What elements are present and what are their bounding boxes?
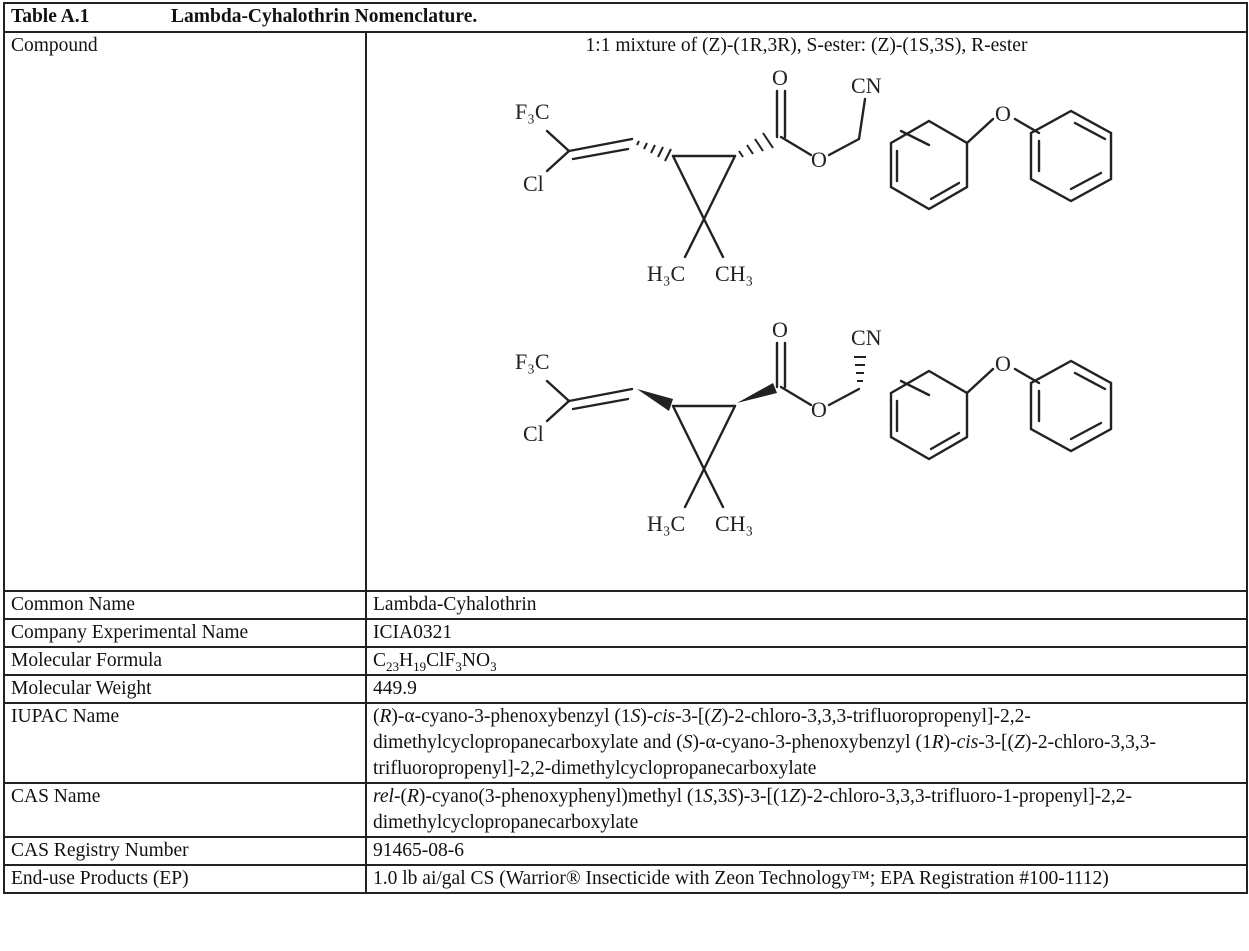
atom-cn: CN bbox=[851, 325, 882, 350]
atom-h3c: H₃C bbox=[647, 261, 685, 286]
compound-value: 1:1 mixture of (Z)-(1R,3R), S-ester: (Z)… bbox=[364, 31, 1249, 592]
table-row: CAS Name rel-(R)-cyano(3-phenoxyphenyl)m… bbox=[3, 782, 1249, 838]
atom-o-carbonyl: O bbox=[772, 319, 788, 342]
table-row: CAS Registry Number 91465-08-6 bbox=[3, 836, 1249, 866]
atom-o-ester: O bbox=[811, 147, 827, 172]
structure-isomer-1: F₃C Cl O O CN O H₃C CH₃ bbox=[515, 65, 1112, 286]
experimental-name-label: Company Experimental Name bbox=[3, 618, 367, 648]
atom-cf3: F₃C bbox=[515, 349, 550, 374]
weight-label: Molecular Weight bbox=[3, 674, 367, 704]
formula-value: C23H19ClF3NO3 bbox=[364, 646, 1249, 676]
iupac-value: (R)-α-cyano-3-phenoxybenzyl (1S)-cis-3-[… bbox=[364, 702, 1249, 784]
table-title-text: Lambda-Cyhalothrin Nomenclature. bbox=[171, 6, 478, 27]
formula-label: Molecular Formula bbox=[3, 646, 367, 676]
atom-ch3: CH₃ bbox=[715, 511, 753, 536]
cas-name-value: rel-(R)-cyano(3-phenoxyphenyl)methyl (1S… bbox=[364, 782, 1249, 838]
table-number: Table A.1 bbox=[11, 6, 90, 27]
cas-number-label: CAS Registry Number bbox=[3, 836, 367, 866]
atom-cl: Cl bbox=[523, 171, 544, 196]
compound-mixture: 1:1 mixture of (Z)-(1R,3R), S-ester: (Z)… bbox=[585, 35, 1028, 56]
structure-isomer-2: F₃C Cl O O CN O H₃C CH₃ bbox=[515, 319, 1112, 536]
iupac-label: IUPAC Name bbox=[3, 702, 367, 784]
atom-cl: Cl bbox=[523, 421, 544, 446]
cas-name-label: CAS Name bbox=[3, 782, 367, 838]
experimental-name-value: ICIA0321 bbox=[364, 618, 1249, 648]
table-row: Common Name Lambda-Cyhalothrin bbox=[3, 590, 1249, 620]
end-use-value: 1.0 lb ai/gal CS (Warrior® Insecticide w… bbox=[364, 864, 1249, 894]
atom-o-ether: O bbox=[995, 351, 1011, 376]
common-name-value: Lambda-Cyhalothrin bbox=[364, 590, 1249, 620]
table-title-row: Table A.1 Lambda-Cyhalothrin Nomenclature… bbox=[2, 2, 1249, 33]
atom-cn: CN bbox=[851, 73, 882, 98]
weight-value: 449.9 bbox=[364, 674, 1249, 704]
cas-number-value: 91465-08-6 bbox=[364, 836, 1249, 866]
atom-h3c: H₃C bbox=[647, 511, 685, 536]
table-title: Table A.1 Lambda-Cyhalothrin Nomenclature… bbox=[2, 2, 1249, 33]
atom-o-ether: O bbox=[995, 101, 1011, 126]
atom-o-carbonyl: O bbox=[772, 65, 788, 90]
end-use-label: End-use Products (EP) bbox=[3, 864, 367, 894]
atom-ch3: CH₃ bbox=[715, 261, 753, 286]
table-row: Compound 1:1 mixture of (Z)-(1R,3R), S-e… bbox=[3, 31, 1249, 592]
atom-cf3: F₃C bbox=[515, 99, 550, 124]
atom-o-ester: O bbox=[811, 397, 827, 422]
table-row: End-use Products (EP) 1.0 lb ai/gal CS (… bbox=[3, 864, 1249, 894]
common-name-label: Common Name bbox=[3, 590, 367, 620]
table-row: Company Experimental Name ICIA0321 bbox=[3, 618, 1249, 648]
nomenclature-table: Table A.1 Lambda-Cyhalothrin Nomenclature… bbox=[2, 2, 1249, 894]
table-row: Molecular Weight 449.9 bbox=[3, 674, 1249, 704]
compound-label: Compound bbox=[3, 31, 367, 592]
table-row: IUPAC Name (R)-α-cyano-3-phenoxybenzyl (… bbox=[3, 702, 1249, 784]
table-row: Molecular Formula C23H19ClF3NO3 bbox=[3, 646, 1249, 676]
